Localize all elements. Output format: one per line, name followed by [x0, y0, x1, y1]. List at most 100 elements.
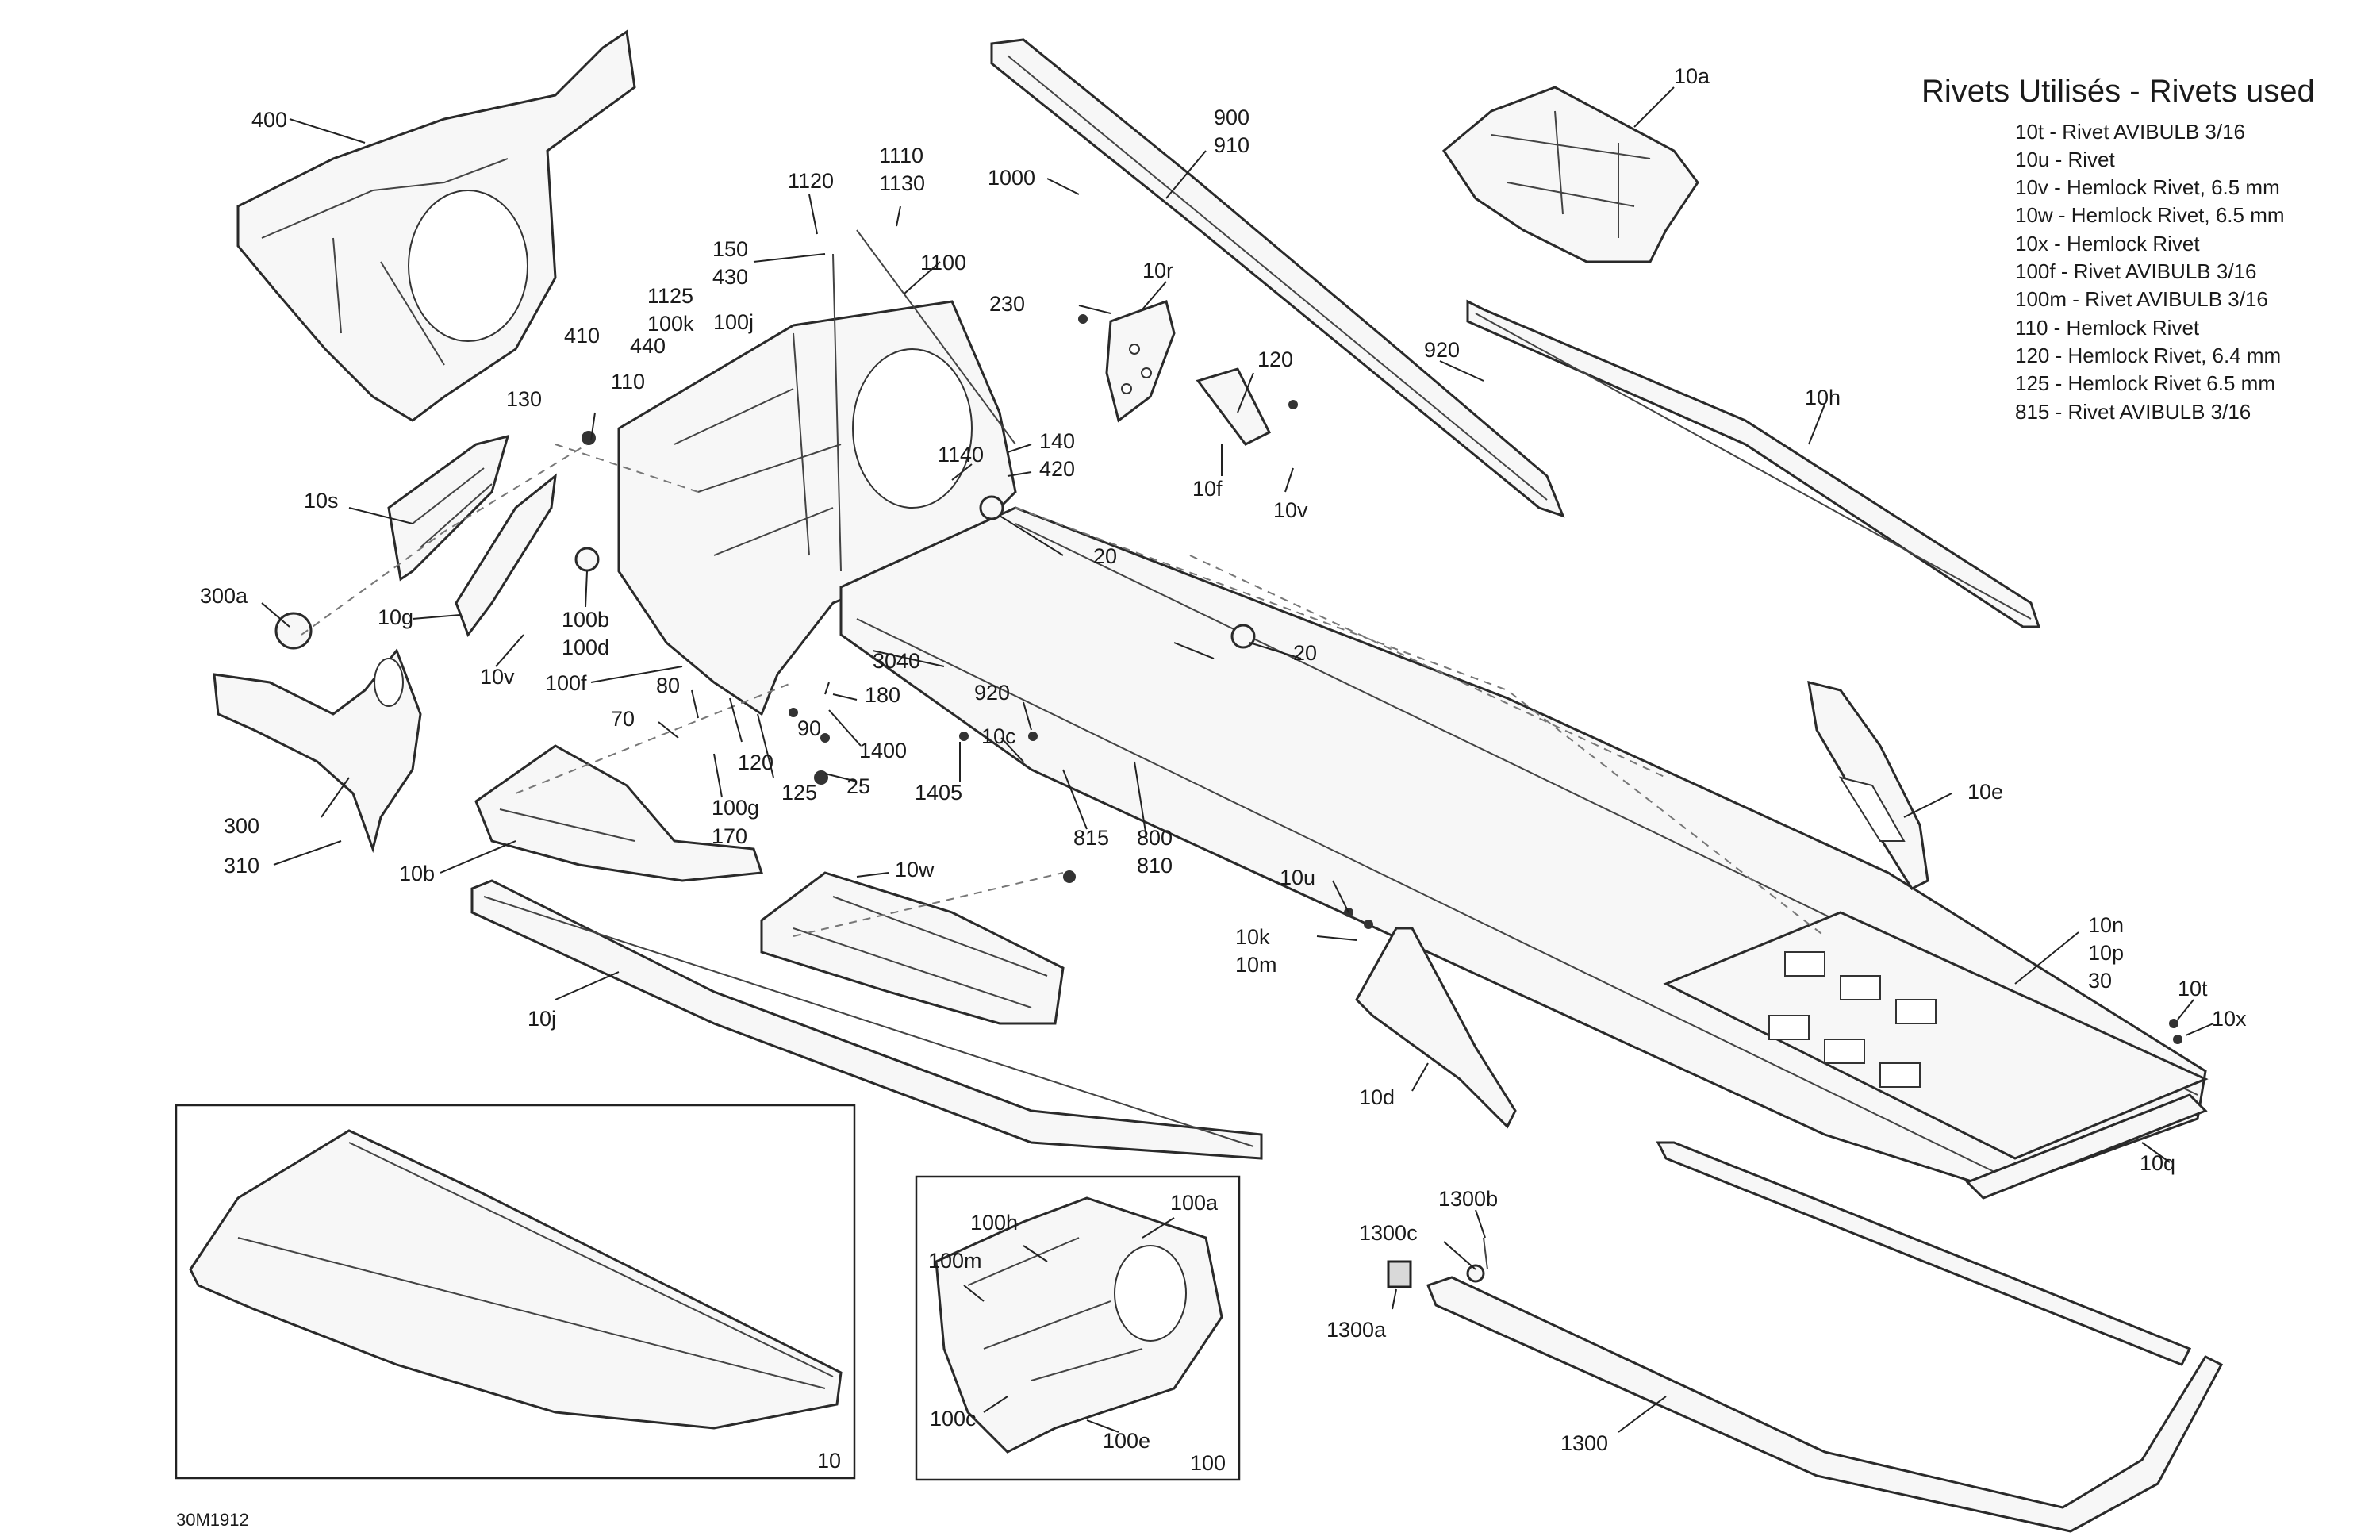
callout-label: 110: [611, 370, 645, 394]
callout-label: 910: [1214, 133, 1250, 157]
callout-label: 10p: [2088, 941, 2124, 965]
callout-label: 20: [1293, 641, 1317, 665]
callout-label: 20: [1093, 544, 1117, 568]
front-frame-part: [236, 29, 636, 422]
callout-label: 1400: [859, 739, 907, 762]
callout-label: 1120: [788, 169, 834, 193]
callout-label: 3040: [873, 649, 920, 673]
callout-label: 180: [865, 683, 900, 707]
callout-label: 10w: [895, 858, 935, 881]
callout-label: 1300: [1560, 1431, 1608, 1455]
callout-label: 1300b: [1438, 1187, 1498, 1211]
inset-label-100: 100: [1190, 1451, 1226, 1475]
callout-label: 100d: [562, 636, 609, 659]
callout-label: 100f: [545, 671, 587, 695]
legend-item: 10u - Rivet: [2015, 148, 2115, 171]
callout-label: 30: [2088, 969, 2112, 993]
end-cap-1300a-part: [1387, 1260, 1412, 1288]
fasteners: [574, 314, 2182, 1044]
rear-grate-part: [1663, 911, 2209, 1160]
callout-label: 440: [630, 334, 666, 358]
callout-label: 25: [846, 774, 870, 798]
legend-item: 120 - Hemlock Rivet, 6.4 mm: [2015, 344, 2281, 367]
legend-item: 125 - Hemlock Rivet 6.5 mm: [2015, 371, 2275, 395]
callout-label: 10q: [2140, 1151, 2175, 1175]
callout-label: 100a: [1170, 1191, 1219, 1215]
legend-item: 10t - Rivet AVIBULB 3/16: [2015, 120, 2245, 144]
callout-label: 80: [656, 674, 680, 697]
callout-label: 10n: [2088, 913, 2124, 937]
front-arm-300-part: [213, 648, 422, 854]
callout-label: 170: [712, 824, 747, 848]
inset-assembly-10: 10: [175, 1104, 856, 1480]
callout-labels: 400 10a 900 910 1000 1110 1130 1120 1100…: [200, 64, 2247, 1455]
callout-label: 10b: [399, 862, 435, 885]
callout-label: 10v: [480, 665, 515, 689]
grate-10w-part: [760, 871, 1065, 1025]
callout-label: 800: [1137, 826, 1173, 850]
callout-label: 100b: [562, 608, 609, 632]
callout-label: 900: [1214, 106, 1250, 129]
callout-label: 10a: [1674, 64, 1710, 88]
legend-item: 110 - Hemlock Rivet: [2015, 316, 2200, 340]
assembly-lines: [301, 444, 1825, 937]
callout-label: 125: [781, 781, 817, 805]
callout-label: 10e: [1967, 780, 2003, 804]
callout-label: 100k: [647, 312, 694, 336]
callout-label: 1140: [938, 443, 984, 467]
callout-label: 10u: [1280, 866, 1315, 889]
side-plate-10g-part: [455, 473, 557, 638]
callout-label: 90: [797, 716, 821, 740]
brace-10d-part: [1355, 927, 1517, 1129]
rivet-legend: Rivets Utilisés - Rivets used 10t - Rive…: [1921, 74, 2315, 424]
callout-label: 100c: [930, 1407, 977, 1431]
callout-label: 430: [712, 265, 748, 289]
callout-label: 10j: [528, 1007, 556, 1031]
callout-label: 10d: [1359, 1085, 1395, 1109]
callout-label: 1110: [879, 144, 923, 167]
side-rail-part: [1466, 299, 2041, 628]
bolt-1300b-part: [1483, 1237, 1488, 1270]
callout-label: 230: [989, 292, 1025, 316]
rear-bumper-10q-part: [1965, 1093, 2208, 1200]
callout-label: 400: [251, 108, 287, 132]
callout-label: 815: [1073, 826, 1109, 850]
callout-label: 10g: [378, 605, 413, 629]
callout-label: 10c: [981, 724, 1016, 748]
callout-label: 920: [1424, 338, 1460, 362]
callout-label: 1000: [988, 166, 1035, 190]
callout-label: 810: [1137, 854, 1173, 878]
callout-label: 120: [738, 751, 774, 774]
callout-label: 100e: [1103, 1429, 1150, 1453]
callout-label: 420: [1039, 457, 1075, 481]
step-10b-part: [474, 744, 764, 882]
inset-assembly-100: 100: [915, 1175, 1241, 1481]
washer-1300c-part: [1466, 1264, 1485, 1283]
callout-label: 1100: [920, 251, 966, 275]
legend-item: 100f - Rivet AVIBULB 3/16: [2015, 259, 2256, 283]
legend-item: 815 - Rivet AVIBULB 3/16: [2015, 400, 2251, 424]
callout-label: 10f: [1192, 477, 1223, 501]
callout-label: 130: [506, 387, 542, 411]
callout-label: 100g: [712, 796, 759, 820]
callout-label: 10s: [304, 489, 339, 513]
callout-label: 10x: [2212, 1007, 2247, 1031]
callout-label: 1125: [647, 284, 693, 308]
callout-label: 100m: [928, 1249, 982, 1273]
callout-label: 10h: [1805, 386, 1841, 409]
callout-label: 1300c: [1359, 1221, 1418, 1245]
callout-label: 10t: [2178, 977, 2208, 1000]
callout-label: 100j: [713, 310, 754, 334]
callout-label: 410: [564, 324, 600, 348]
lower-rail-10j-part: [470, 879, 1263, 1160]
callout-label: 10m: [1235, 953, 1277, 977]
callout-label: 300a: [200, 584, 248, 608]
legend-item: 10x - Hemlock Rivet: [2015, 232, 2200, 255]
legend-item: 10v - Hemlock Rivet, 6.5 mm: [2015, 175, 2280, 199]
bracket-10r-part: [1105, 300, 1176, 423]
legend-item: 10w - Hemlock Rivet, 6.5 mm: [2015, 203, 2285, 227]
leader-lines: [261, 86, 2214, 1433]
plate-10f-part: [1196, 367, 1272, 446]
legend-title: Rivets Utilisés - Rivets used: [1921, 74, 2315, 109]
callout-label: 140: [1039, 429, 1075, 453]
